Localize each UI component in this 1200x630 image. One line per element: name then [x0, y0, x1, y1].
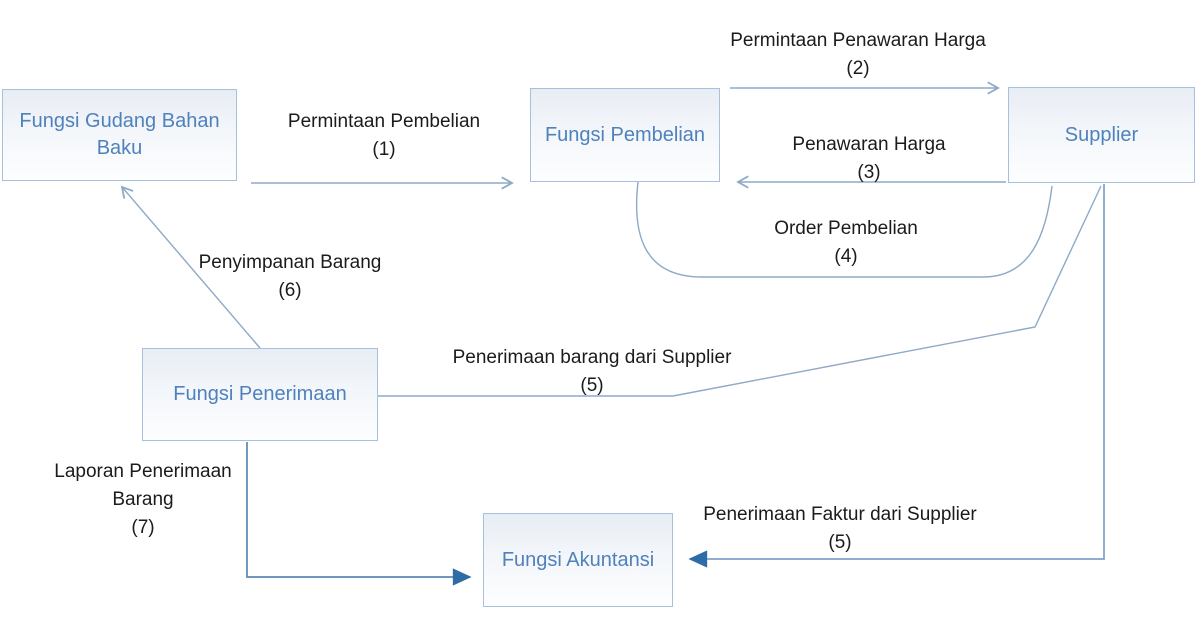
- edge-label-line: (6): [278, 280, 302, 301]
- edge-penerimaan-faktur: [688, 184, 1105, 568]
- node-label-akuntansi: Fungsi Akuntansi: [501, 548, 655, 571]
- node-label-pembelian: Fungsi Pembelian: [544, 123, 706, 146]
- node-label-supplier: Supplier: [1064, 123, 1139, 146]
- edge-label-line: (7): [131, 517, 155, 538]
- edge-label-line: Permintaan Penawaran Harga: [730, 30, 986, 51]
- node-pembelian: Fungsi Pembelian: [530, 88, 720, 182]
- node-supplier: Supplier: [1008, 87, 1195, 183]
- edge-label-line: (3): [857, 162, 881, 183]
- edge-label-line: (4): [834, 246, 858, 267]
- edge-label-line: (2): [846, 58, 870, 79]
- edge-label-line: (5): [828, 532, 852, 553]
- node-label-penerimaan: Fungsi Penerimaan: [173, 383, 347, 405]
- edge-label-line: Penerimaan Faktur dari Supplier: [703, 504, 977, 525]
- edge-label-line: Barang: [112, 489, 174, 510]
- edge-label-order-pembelian: Order Pembelian (4): [774, 215, 918, 271]
- edge-label-permintaan-pembelian: Permintaan Pembelian (1): [288, 108, 480, 164]
- edge-penyimpanan-barang: [120, 185, 261, 349]
- node-label-gudang: Fungsi Gudang Bahan Baku: [19, 110, 220, 159]
- edge-label-line: (1): [372, 139, 396, 160]
- edge-label-penerimaan-faktur: Penerimaan Faktur dari Supplier (5): [703, 501, 977, 557]
- edge-label-line: Penyimpanan Barang: [198, 252, 382, 273]
- edge-label-line: Order Pembelian: [774, 218, 918, 239]
- edge-label-line: Penawaran Harga: [792, 134, 946, 155]
- edge-label-penerimaan-barang: Penerimaan barang dari Supplier (5): [453, 344, 732, 400]
- edge-label-penyimpanan-barang: Penyimpanan Barang (6): [199, 249, 382, 305]
- node-gudang: Fungsi Gudang Bahan Baku: [2, 89, 237, 181]
- edge-label-permintaan-penawaran-harga: Permintaan Penawaran Harga (2): [730, 27, 986, 83]
- edge-laporan-penerimaan-barang: [246, 442, 472, 586]
- edge-label-line: Laporan Penerimaan: [54, 461, 232, 482]
- edge-penerimaan-barang: [378, 185, 1102, 397]
- edge-label-line: (5): [580, 375, 604, 396]
- edge-label-line: Penerimaan barang dari Supplier: [452, 347, 732, 368]
- edge-label-line: Permintaan Pembelian: [287, 111, 481, 132]
- edge-order-pembelian: [635, 181, 1053, 278]
- node-penerimaan: Fungsi Penerimaan: [142, 348, 378, 441]
- edge-label-penawaran-harga: Penawaran Harga (3): [792, 131, 945, 187]
- node-akuntansi: Fungsi Akuntansi: [483, 513, 673, 607]
